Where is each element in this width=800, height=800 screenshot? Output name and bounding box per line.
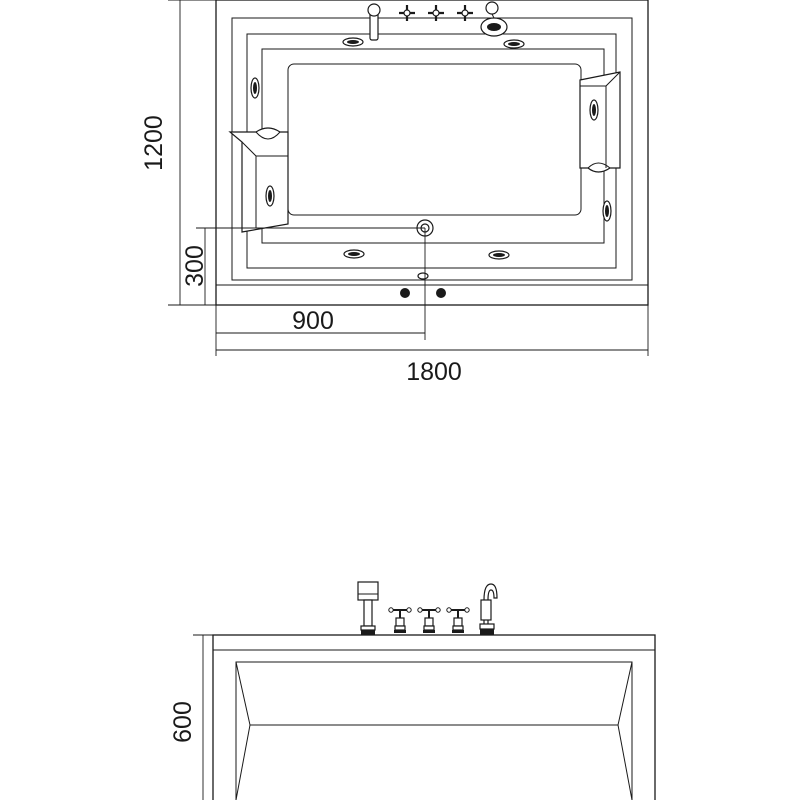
headrest-left	[228, 127, 289, 233]
tub-inner-basin	[261, 48, 605, 244]
dimension-width-label: 1200	[140, 115, 168, 171]
plan-dimensions: 1200 300 900 1800	[140, 0, 649, 386]
jet-nozzle-icon	[488, 250, 510, 260]
jet-nozzle-icon	[343, 249, 365, 259]
elevation-apron-panel	[235, 661, 633, 800]
faucet-handle-icon	[388, 606, 412, 634]
dimension-length-label: 1800	[406, 358, 462, 386]
jet-nozzle-icon	[589, 99, 599, 121]
dimension-drain-offset-label: 300	[181, 245, 209, 287]
control-button-icon	[436, 288, 446, 298]
tub-outer-rim	[215, 0, 649, 306]
faucet-spout-icon	[367, 3, 381, 41]
faucet-handle-icon	[455, 3, 475, 23]
elevation-view	[212, 581, 656, 800]
jet-nozzle-icon	[250, 77, 260, 99]
tub-deck-outline	[231, 17, 633, 281]
plan-view	[215, 0, 649, 306]
overflow-icon	[417, 272, 429, 280]
jet-nozzle-icon	[265, 185, 275, 207]
headrest-icon	[228, 127, 289, 233]
faucet-handle-icon	[426, 3, 446, 23]
faucet-spout-icon	[479, 583, 498, 635]
hand-shower-icon	[357, 581, 379, 635]
faucet-handle-icon	[417, 606, 441, 634]
dimension-half-length-label: 900	[292, 307, 334, 335]
faucet-handle-icon	[397, 3, 417, 23]
elevation-dimensions: 600	[169, 634, 213, 800]
headrest-right	[579, 71, 621, 173]
control-button-icon	[400, 288, 410, 298]
elevation-outline	[212, 634, 656, 800]
jet-nozzle-icon	[503, 39, 525, 49]
jet-nozzle-icon	[342, 37, 364, 47]
tub-floor	[287, 63, 582, 216]
faucet-handle-icon	[446, 606, 470, 634]
jet-nozzle-icon	[602, 200, 612, 222]
hand-shower-icon	[480, 1, 508, 37]
headrest-icon	[579, 71, 621, 173]
dimension-height-label: 600	[169, 701, 197, 743]
